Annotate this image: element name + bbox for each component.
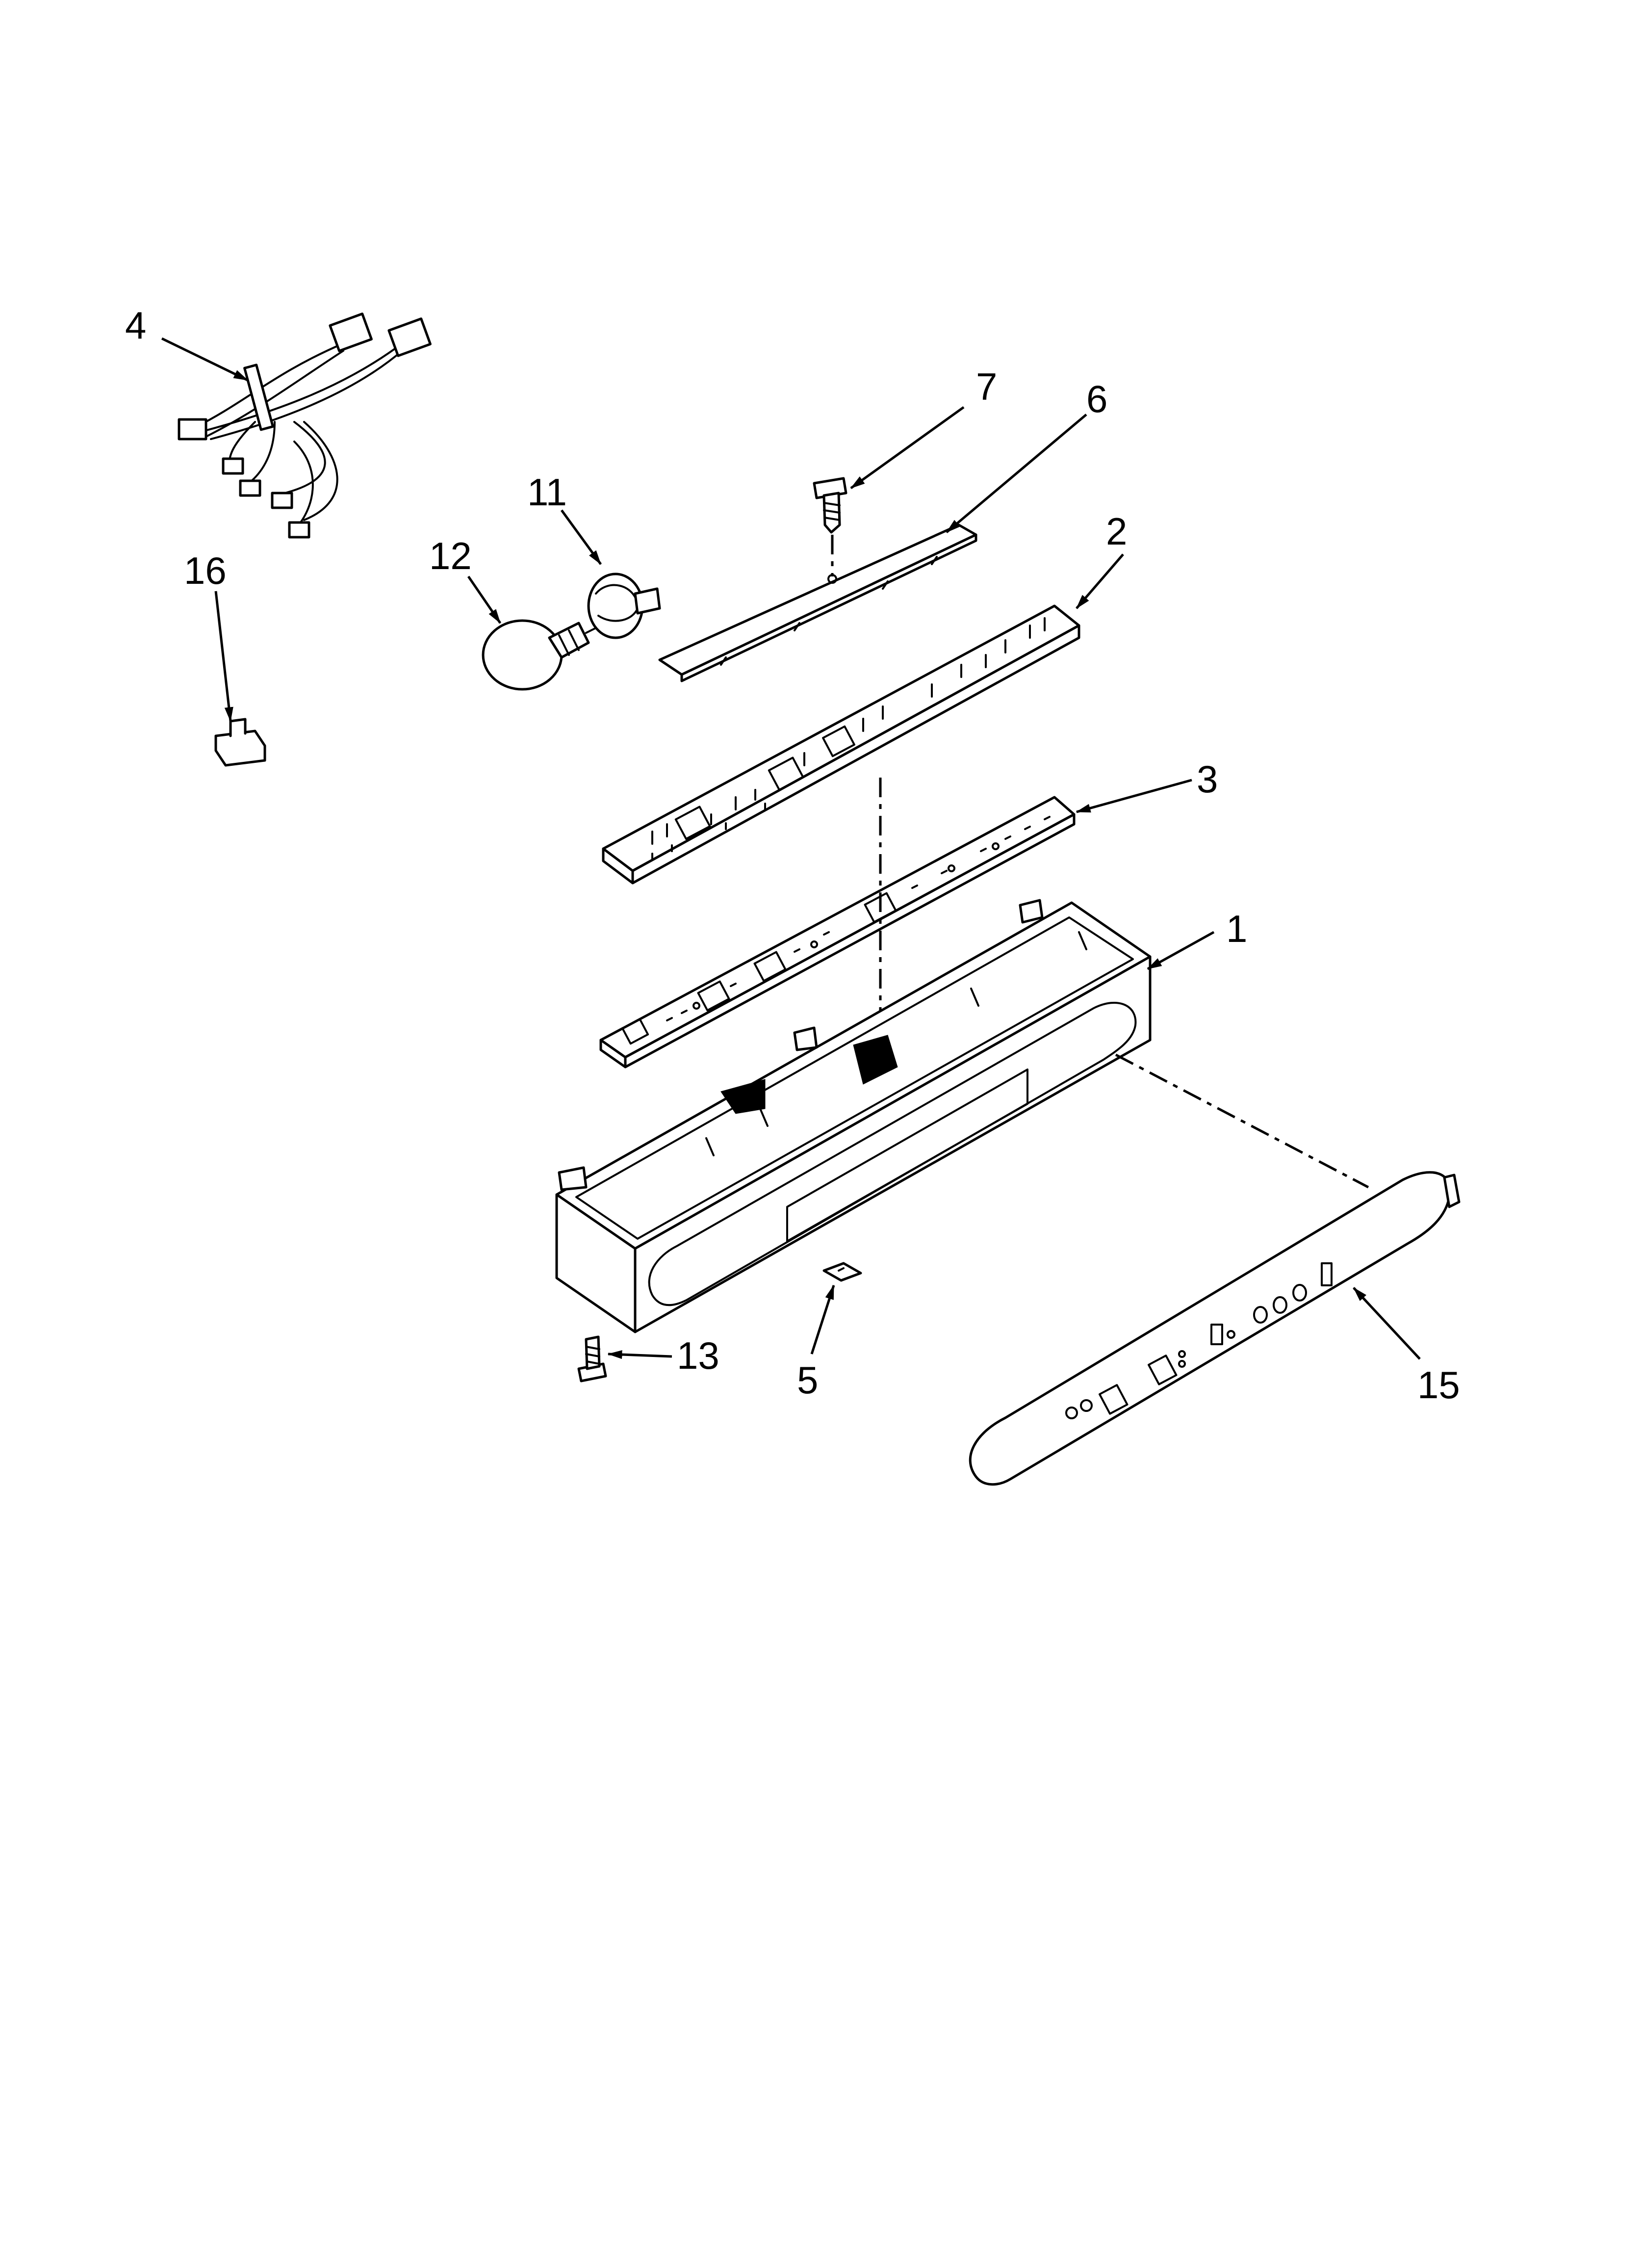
callout-3: 3 [1197, 757, 1218, 801]
callout-2: 2 [1106, 510, 1127, 553]
label-part-5 [822, 1262, 862, 1282]
callout-6: 6 [1086, 377, 1107, 420]
screw-part-13 [577, 1335, 607, 1382]
screw-part-7 [813, 477, 847, 576]
callout-13: 13 [677, 1334, 719, 1377]
faceplate-part-15 [969, 1171, 1461, 1486]
callout-4: 4 [125, 304, 146, 347]
cover-plate-part-6 [658, 523, 977, 682]
light-bulb-part-12 [482, 619, 602, 691]
control-board-part-2 [602, 604, 1080, 885]
leader-lines [161, 337, 1421, 1360]
callout-1: 1 [1226, 907, 1247, 950]
callout-16: 16 [184, 549, 227, 592]
callout-15: 15 [1417, 1363, 1460, 1407]
display-board-part-3 [599, 796, 1076, 1069]
callout-12: 12 [429, 534, 472, 577]
callout-numbers: 4 16 12 11 7 6 2 3 1 13 5 15 [125, 304, 1460, 1407]
callout-7: 7 [976, 365, 997, 408]
clip-part-16 [214, 718, 266, 767]
light-socket-part-11 [587, 573, 661, 639]
wire-harness-part-4 [178, 313, 432, 539]
callout-11: 11 [527, 470, 567, 514]
housing-part-1 [555, 899, 1152, 1333]
callout-5: 5 [797, 1358, 818, 1402]
